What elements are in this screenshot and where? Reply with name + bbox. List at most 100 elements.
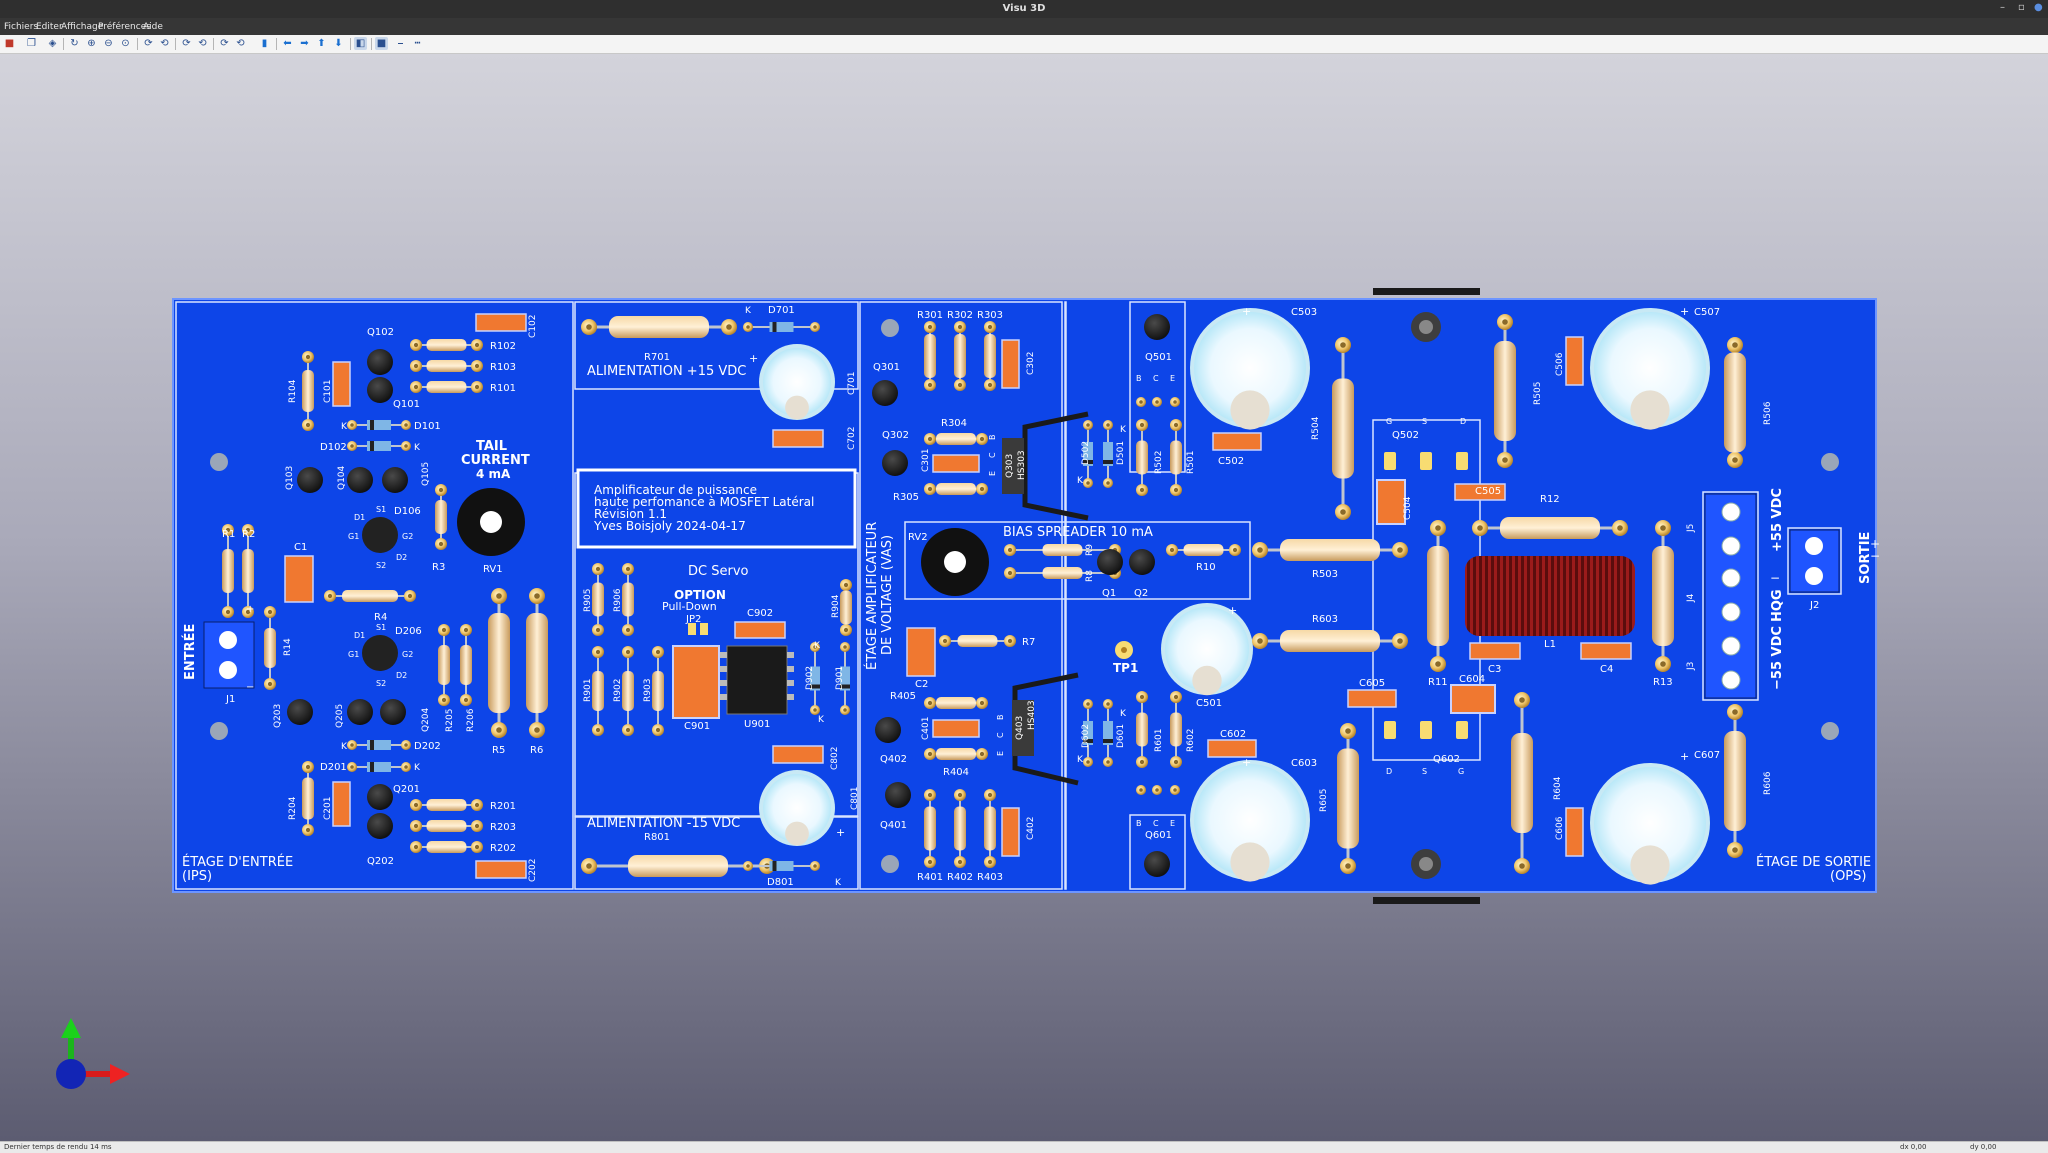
- ref-rv1: RV1: [483, 564, 503, 575]
- raytrace-icon[interactable]: ◈: [48, 38, 57, 49]
- menu-view[interactable]: Affichage: [61, 22, 104, 32]
- smd-capacitor: [1001, 807, 1020, 857]
- menu-preferences[interactable]: Préférences: [98, 22, 151, 32]
- resistor: [222, 549, 234, 593]
- label-output-abbr: (OPS): [1830, 869, 1866, 884]
- label-vas-1: ÉTAGE AMPLIFICATEUR: [864, 522, 880, 670]
- resistor: [954, 334, 966, 378]
- ref-r601: R601: [1154, 729, 1164, 752]
- label-input-abbr: (IPS): [182, 869, 212, 884]
- ref-r504: R504: [1311, 416, 1321, 440]
- label-bias-spreader: BIAS SPREADER 10 mA: [1003, 525, 1153, 540]
- minimize-button[interactable]: –: [2000, 2, 2005, 13]
- ref-r5: R5: [492, 745, 505, 756]
- orthographic-icon[interactable]: ◧: [354, 37, 367, 50]
- ref-d: D: [1460, 417, 1466, 426]
- maximize-button[interactable]: ▫: [2018, 2, 2025, 13]
- pan-down-icon[interactable]: ⬇: [334, 38, 343, 49]
- smd-capacitor: [332, 361, 351, 407]
- label-input-stage: ÉTAGE D'ENTRÉE: [182, 854, 293, 870]
- ref-c202: C202: [528, 859, 538, 882]
- transistor: [287, 699, 313, 725]
- pan-left-icon[interactable]: ⬅: [283, 38, 292, 49]
- copy-icon[interactable]: ❐: [27, 38, 36, 49]
- label-supply-neg: ALIMENTATION -15 VDC: [587, 816, 740, 831]
- resistor: [984, 334, 996, 378]
- flip-board-icon[interactable]: ▮: [261, 38, 268, 49]
- redraw-icon[interactable]: ↻: [70, 38, 79, 49]
- transistor: [297, 467, 323, 493]
- ref-q303: Q303: [1005, 454, 1015, 478]
- ref-j1: J1: [225, 694, 235, 705]
- input-terminal-screws: [219, 631, 237, 679]
- pan-right-icon[interactable]: ➡: [300, 38, 309, 49]
- ref-c1: C1: [294, 542, 307, 553]
- 3d-viewport[interactable]: Amplificateur de puissance haute perfoma…: [0, 54, 2048, 1141]
- show-board-icon[interactable]: ■: [375, 37, 388, 50]
- show-grid-icon[interactable]: ┅: [414, 38, 421, 49]
- zoom-out-icon[interactable]: ⊖: [104, 38, 113, 49]
- ref-c701: C701: [847, 372, 857, 395]
- ref-r305: R305: [893, 492, 919, 503]
- transistor: [367, 377, 393, 403]
- ref-k: K: [814, 641, 821, 651]
- smd-capacitor: [1001, 339, 1020, 389]
- zoom-fit-icon[interactable]: ⊙: [121, 38, 130, 49]
- ref-r202: R202: [490, 843, 516, 854]
- ref-plus: +: [1680, 750, 1689, 763]
- diode: [1083, 721, 1093, 745]
- ref-r301: R301: [917, 310, 943, 321]
- ref-b: B: [1136, 374, 1142, 383]
- menu-help[interactable]: Aide: [143, 22, 163, 32]
- resistor: [302, 777, 314, 820]
- ref-g: G: [1458, 767, 1464, 776]
- ref-r2: R2: [242, 529, 255, 540]
- rotate-y-cw-icon[interactable]: ⟳: [182, 38, 191, 49]
- smd-capacitor: [475, 313, 527, 332]
- transistor: [1144, 851, 1170, 877]
- close-button[interactable]: ●: [2034, 2, 2043, 13]
- ref-k: K: [818, 715, 825, 725]
- pan-up-icon[interactable]: ⬆: [317, 38, 326, 49]
- rotate-x-cw-icon[interactable]: ⟳: [144, 38, 153, 49]
- ref-plus: +: [836, 826, 845, 839]
- ref-q501: Q501: [1145, 352, 1172, 363]
- ref-q105: Q105: [421, 462, 431, 486]
- mosfet-pad: [1384, 721, 1396, 739]
- ref-r204: R204: [288, 796, 298, 820]
- ref-q401: Q401: [880, 820, 907, 831]
- jumper-jp2-pin: [688, 623, 696, 635]
- ref-b: B: [1136, 819, 1142, 828]
- rotate-z-cw-icon[interactable]: ⟳: [220, 38, 229, 49]
- ref-r701: R701: [644, 352, 670, 363]
- ref-r6: R6: [530, 745, 543, 756]
- show-layers-icon[interactable]: ⎯: [398, 38, 403, 49]
- ref-k: K: [745, 306, 752, 316]
- diode: [367, 420, 391, 430]
- ref-q602: Q602: [1433, 754, 1460, 765]
- ref-c902: C902: [747, 608, 773, 619]
- ref-r3: R3: [432, 562, 445, 573]
- ref-c607: C607: [1694, 750, 1720, 761]
- resistor: [1170, 440, 1182, 475]
- ref-d701: D701: [768, 305, 795, 316]
- ref-d602: D602: [1081, 724, 1091, 748]
- zoom-in-icon[interactable]: ⊕: [87, 38, 96, 49]
- ref-r1: R1: [222, 529, 235, 540]
- label-tp1: TP1: [1113, 661, 1138, 675]
- rotate-x-ccw-icon[interactable]: ⟲: [160, 38, 169, 49]
- ref-c4: C4: [1600, 664, 1613, 675]
- menu-file[interactable]: Fichiers: [4, 22, 39, 32]
- ref-minus: −: [1770, 571, 1780, 585]
- ref-q502: Q502: [1392, 430, 1419, 441]
- ref-s1: S1: [376, 623, 386, 632]
- label-output-stage: ÉTAGE DE SORTIE: [1756, 854, 1871, 870]
- ref-k: K: [414, 763, 421, 773]
- menu-edit[interactable]: Editer: [36, 22, 63, 32]
- transistor: [367, 349, 393, 375]
- rotate-z-ccw-icon[interactable]: ⟲: [236, 38, 245, 49]
- export-image-icon[interactable]: ■: [4, 38, 15, 49]
- toolbar: ■ ❐ ◈ ↻ ⊕ ⊖ ⊙ ⟳ ⟲ ⟳ ⟲ ⟳ ⟲ ▮ ⬅ ➡ ⬆ ⬇ ◧ ■ …: [0, 35, 2048, 54]
- rotate-y-ccw-icon[interactable]: ⟲: [198, 38, 207, 49]
- ref-plus: +: [1228, 604, 1237, 617]
